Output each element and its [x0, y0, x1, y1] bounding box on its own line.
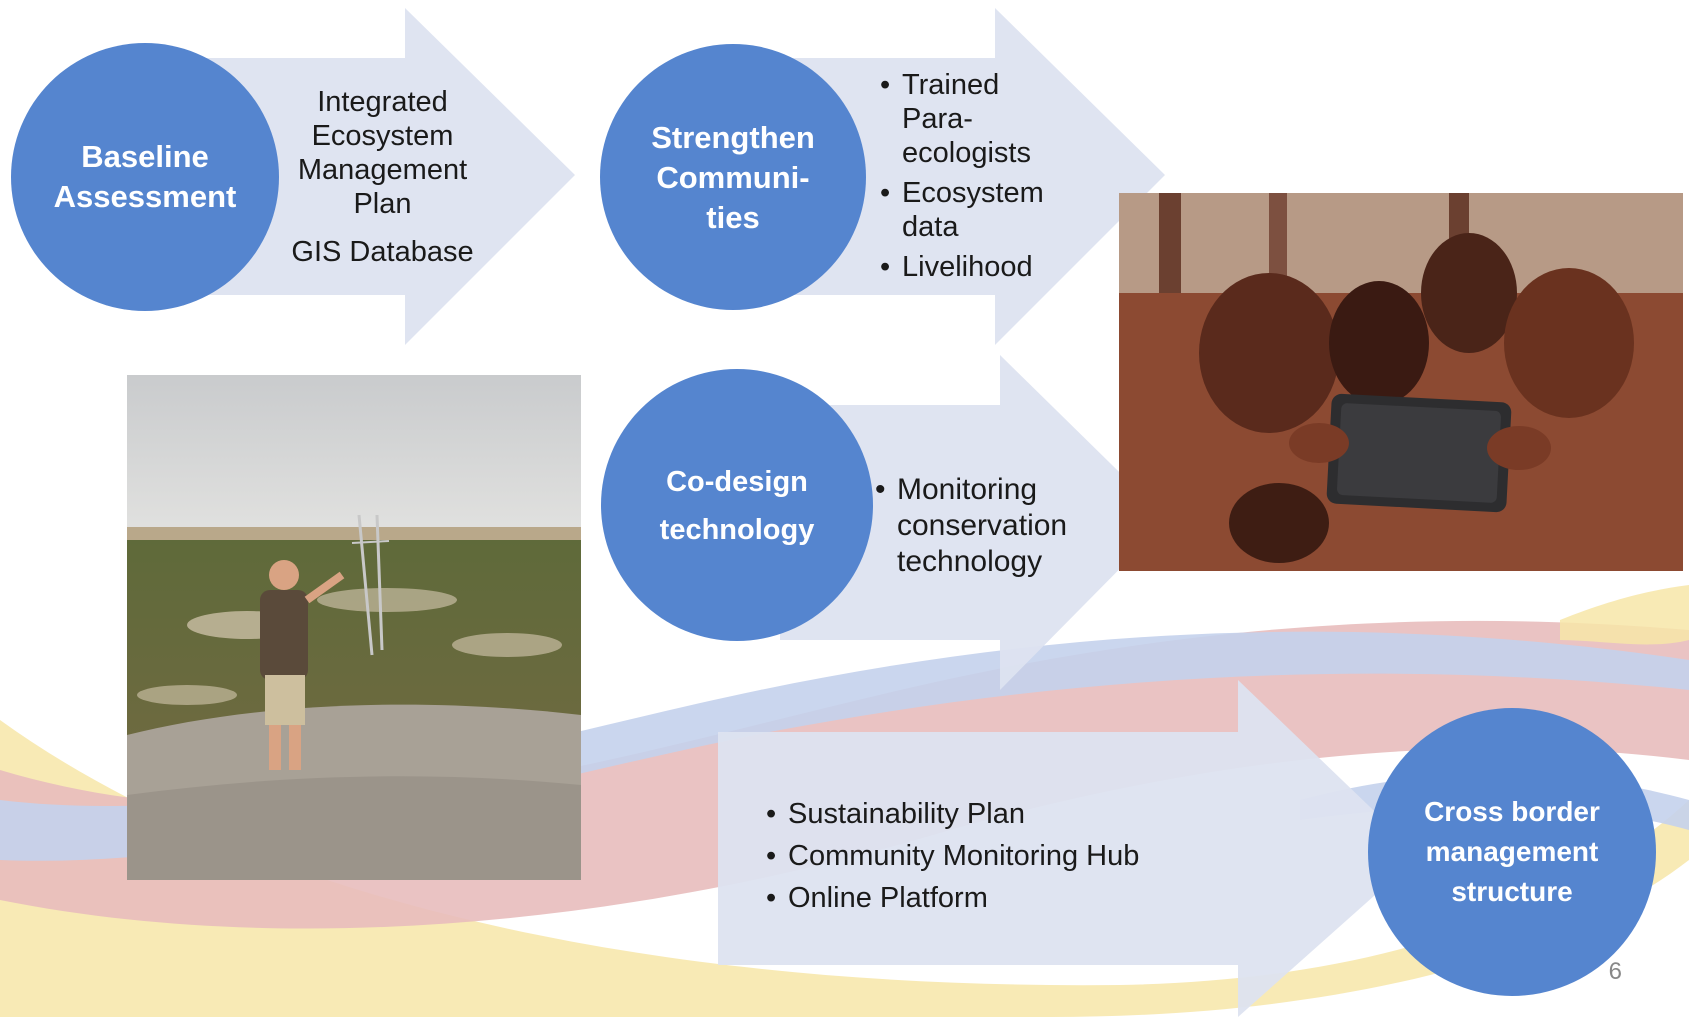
page-number: 6	[1608, 958, 1622, 985]
crossborder-title: Cross border management structure	[1424, 796, 1600, 907]
yellow-swoosh-right	[1560, 585, 1689, 645]
circle-crossborder	[1368, 708, 1656, 996]
sustain-item-hub: Community Monitoring Hub	[766, 835, 1226, 877]
circle-strengthen	[600, 44, 866, 310]
arrow-baseline	[145, 8, 575, 345]
sustain-item-plan: Sustainability Plan	[766, 793, 1226, 835]
baseline-title: Baseline Assessment	[53, 139, 237, 214]
codesign-title: Co-design technology	[659, 466, 815, 546]
strengthen-list: Trained Para- ecologists Ecosystem data …	[880, 68, 1070, 284]
circle-codesign	[601, 369, 873, 641]
baseline-item-plan: Integrated Ecosystem Management Plan	[297, 86, 468, 220]
strengthen-item-ecosystem: Ecosystem data	[880, 176, 1070, 244]
strengthen-item-trained: Trained Para- ecologists	[880, 68, 1070, 170]
sustain-item-platform: Online Platform	[766, 877, 1226, 919]
strengthen-title: Strengthen Communi- ties	[651, 119, 815, 235]
strengthen-item-livelihood: Livelihood	[880, 250, 1070, 284]
photo-community-with-tablet	[1119, 193, 1683, 571]
baseline-item-gis: GIS Database	[291, 236, 474, 268]
yellow-swoosh	[0, 720, 1689, 1017]
codesign-list: Monitoring conservation technology	[875, 472, 1085, 580]
codesign-item-monitoring: Monitoring conservation technology	[875, 472, 1085, 580]
circle-baseline	[11, 43, 279, 311]
sustain-list: Sustainability Plan Community Monitoring…	[766, 793, 1226, 919]
photo-man-with-antenna	[127, 375, 581, 880]
